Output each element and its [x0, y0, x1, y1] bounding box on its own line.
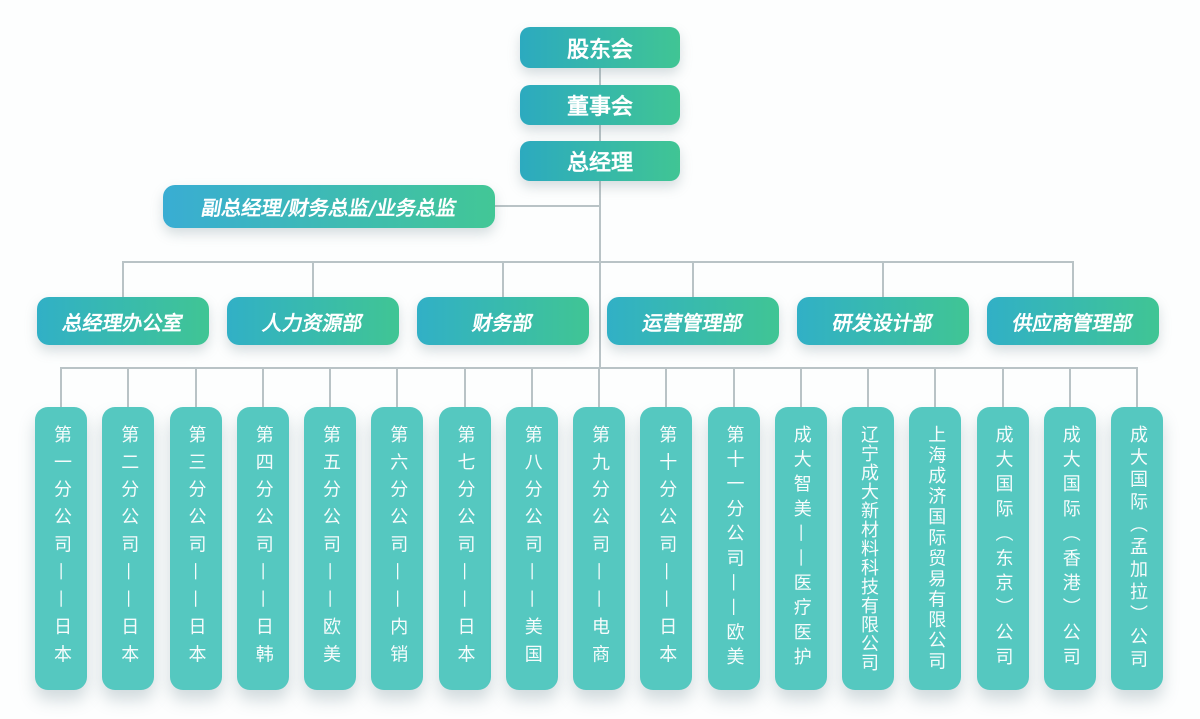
- subsidiary-label: 第十一分公司——欧美: [723, 425, 745, 672]
- department-label: 供应商管理部: [1010, 310, 1135, 335]
- subsidiary-node: 第五分公司——欧美: [304, 407, 356, 690]
- department-node: 总经理办公室: [37, 297, 209, 345]
- subsidiary-node: 第八分公司——美国: [505, 407, 558, 690]
- department-node: 财务部: [417, 297, 589, 345]
- subsidiary-label: 第七分公司——日本: [454, 425, 476, 672]
- subsidiary-node: 第七分公司——日本: [438, 407, 491, 690]
- subsidiary-label: 第一分公司——日本: [51, 425, 72, 672]
- connector-line: [1136, 367, 1138, 407]
- subsidiary-label: 第五分公司——欧美: [320, 425, 341, 672]
- department-label: 人力资源部: [260, 310, 365, 335]
- subsidiary-node: 第十分公司——日本: [640, 407, 693, 690]
- node-deputy-general-manager: 副总经理/财务总监/业务总监: [163, 185, 495, 228]
- subsidiary-label: 第九分公司——电商: [589, 425, 610, 672]
- connector-line: [127, 367, 130, 407]
- connector-line: [599, 125, 601, 141]
- connector-line: [463, 367, 466, 407]
- department-node: 供应商管理部: [987, 297, 1159, 345]
- connector-line: [882, 261, 884, 297]
- node-board-of-directors: 董事会: [520, 85, 680, 125]
- subsidiary-node: 成大国际（孟加拉）公司: [1111, 407, 1163, 690]
- connector-line: [329, 367, 331, 407]
- subsidiary-label: 第三分公司——日本: [185, 425, 207, 672]
- subsidiary-node: 第十一分公司——欧美: [707, 407, 760, 690]
- node-label: 董事会: [566, 95, 633, 120]
- connector-line: [312, 261, 314, 297]
- subsidiary-node: 第二分公司——日本: [102, 407, 155, 690]
- department-label: 运营管理部: [640, 310, 745, 335]
- node-label: 股东会: [566, 37, 633, 63]
- subsidiary-node: 上海成济国际贸易有限公司: [909, 407, 962, 690]
- connector-line: [692, 261, 694, 297]
- subsidiary-label: 成大国际（东京）公司: [992, 425, 1014, 672]
- subsidiary-label: 成大国际（香港）公司: [1059, 425, 1081, 672]
- subsidiary-node: 成大国际（东京）公司: [976, 407, 1029, 690]
- connector-line: [502, 261, 504, 297]
- subsidiary-node: 辽宁成大新材料科技有限公司: [842, 407, 894, 690]
- department-label: 研发设计部: [830, 310, 935, 335]
- department-label: 财务部: [470, 310, 535, 335]
- node-general-manager: 总经理: [520, 141, 680, 181]
- node-label: 副总经理/财务总监/业务总监: [199, 196, 459, 220]
- subsidiary-label: 辽宁成大新材料科技有限公司: [858, 425, 879, 672]
- connector-line: [1072, 261, 1074, 297]
- connector-line: [530, 367, 533, 407]
- subsidiary-label: 第四分公司——日韩: [252, 425, 274, 672]
- connector-line: [934, 367, 937, 407]
- subsidiary-label: 第八分公司——美国: [521, 425, 543, 672]
- department-node: 人力资源部: [227, 297, 399, 345]
- department-node: 运营管理部: [607, 297, 779, 345]
- node-label: 总经理: [566, 151, 633, 176]
- subsidiary-node: 第一分公司——日本: [35, 407, 87, 690]
- connector-line: [1001, 367, 1004, 407]
- subsidiary-label: 成大智美——医疗医护: [790, 425, 812, 672]
- department-node: 研发设计部: [797, 297, 969, 345]
- department-label: 总经理办公室: [60, 310, 185, 335]
- subsidiary-label: 第二分公司——日本: [118, 425, 140, 672]
- connector-line: [194, 367, 197, 407]
- connector-line: [1068, 367, 1071, 407]
- subsidiary-node: 第九分公司——电商: [573, 407, 625, 690]
- connector-line: [867, 367, 869, 407]
- subsidiary-label: 第十分公司——日本: [656, 425, 678, 672]
- subsidiary-node: 第四分公司——日韩: [236, 407, 289, 690]
- subsidiary-label: 成大国际（孟加拉）公司: [1127, 425, 1148, 672]
- connector-line: [799, 367, 802, 407]
- connector-line: [665, 367, 668, 407]
- connector-line: [599, 180, 601, 368]
- connector-line: [732, 367, 735, 407]
- subsidiary-node: 成大国际（香港）公司: [1043, 407, 1096, 690]
- connector-line: [495, 205, 600, 207]
- subsidiary-node: 第三分公司——日本: [169, 407, 222, 690]
- connector-line: [122, 261, 124, 297]
- subsidiary-label: 第六分公司——内销: [387, 425, 409, 672]
- connector-line: [598, 367, 600, 407]
- subsidiary-label: 上海成济国际贸易有限公司: [925, 425, 947, 672]
- connector-line: [261, 367, 264, 407]
- node-shareholders-meeting: 股东会: [520, 27, 680, 68]
- connector-line: [60, 367, 62, 407]
- subsidiary-node: 成大智美——医疗医护: [774, 407, 827, 690]
- connector-bus-departments: [123, 261, 1073, 263]
- connector-line: [396, 367, 399, 407]
- subsidiary-node: 第六分公司——内销: [371, 407, 424, 690]
- connector-line: [599, 68, 601, 85]
